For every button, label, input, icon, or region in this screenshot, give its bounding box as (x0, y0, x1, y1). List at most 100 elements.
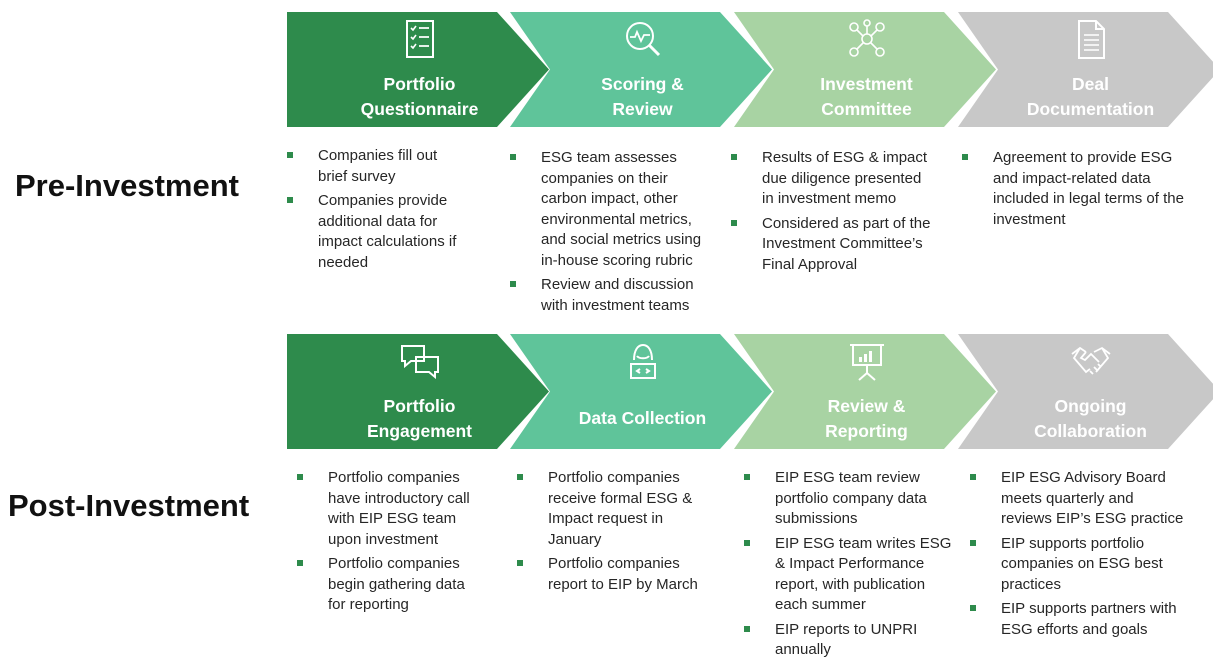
pre-step-4-bullets: Agreement to provide ESG and impact-relat… (962, 148, 1184, 234)
bullet-line: meets quarterly and (1001, 489, 1134, 507)
step-title-line: Collaboration (1034, 421, 1147, 441)
bullet-line: have introductory call (328, 489, 470, 507)
step-title-line: Engagement (366, 421, 473, 441)
post-step-2-bullets: Portfolio companies receive formal ESG & I… (517, 468, 698, 599)
handshake-icon (1070, 340, 1112, 382)
bullet-item: Agreement to provide ESG and impact-relat… (962, 148, 1184, 230)
bullet-line: practices (1001, 575, 1062, 593)
pre-step-2-chevron: Scoring & Review (510, 12, 775, 127)
bullet-line: Impact request in (548, 510, 664, 527)
step-title-line: Review & (827, 396, 906, 416)
post-step-4-bullets: EIP ESG Advisory Board meets quarterly an… (970, 468, 1183, 644)
bullet-line: Review and discussion (541, 276, 694, 293)
step-title-line: Ongoing (1054, 396, 1127, 416)
bullet-line: Portfolio companies (328, 555, 460, 572)
bullet-line: Results of ESG & impact (762, 149, 928, 166)
step-title-line: Portfolio (383, 74, 456, 94)
step-title-line: Portfolio (383, 396, 456, 416)
pre-step-3-bullets: Results of ESG & impact due diligence pre… (731, 148, 930, 279)
bullet-item: Portfolio companies have introductory cal… (297, 468, 470, 550)
post-step-3-bullets: EIP ESG team review portfolio company dat… (744, 468, 951, 665)
post-step-2-chevron: Data Collection (510, 334, 775, 449)
bullet-line: included in legal terms of the (993, 190, 1184, 207)
bullet-line: impact calculations if (318, 233, 457, 250)
bullet-line: Agreement to provide ESG (993, 149, 1173, 166)
bullet-line: EIP supports portfolio (1001, 534, 1145, 552)
bullet-line: EIP ESG team writes ESG (775, 534, 952, 552)
bullet-line: due diligence presented (762, 169, 922, 187)
post-step-3-title: Review & Reporting (734, 394, 999, 444)
bullet-line: with EIP ESG team (328, 510, 457, 527)
checklist-icon (399, 18, 441, 60)
bullet-line: portfolio company data (775, 489, 927, 507)
bullet-line: January (548, 530, 602, 548)
step-title-line: Scoring & (601, 74, 684, 94)
bullet-line: investment (993, 210, 1066, 228)
bullet-line: environmental metrics, (541, 210, 692, 228)
bullet-line: Companies fill out (318, 147, 438, 164)
step-title-line: Data Collection (578, 408, 707, 428)
bullet-line: needed (318, 253, 369, 271)
bullet-line: begin gathering data (328, 575, 465, 593)
bullet-line: EIP ESG Advisory Board (1001, 469, 1166, 486)
pre-step-2-title: Scoring & Review (510, 72, 775, 122)
person-laptop-icon (622, 340, 664, 382)
bullet-line: Portfolio companies (548, 555, 680, 572)
bullet-line: Considered as part of the (762, 214, 931, 232)
bullet-line: EIP supports partners with (1001, 600, 1177, 617)
bullet-line: in-house scoring rubric (541, 251, 693, 269)
bullet-line: report to EIP by March (548, 575, 698, 593)
bullet-line: report, with publication (775, 575, 926, 593)
bullet-line: in investment memo (762, 190, 897, 207)
bullet-line: EIP ESG team review (775, 469, 920, 486)
bullet-item: Portfolio companies report to EIP by Marc… (517, 554, 698, 595)
step-title-line: Reporting (825, 421, 908, 441)
bullet-line: and impact-related data (993, 169, 1151, 187)
bullet-line: & Impact Performance (775, 555, 925, 572)
bullet-item: Portfolio companies receive formal ESG & I… (517, 468, 698, 550)
bullet-line: Companies provide (318, 192, 448, 209)
bullet-line: annually (775, 641, 831, 658)
chat-bubbles-icon (399, 340, 441, 382)
analysis-magnifier-icon (622, 18, 664, 60)
post-investment-label: Post-Investment (8, 488, 250, 523)
bullet-line: receive formal ESG & (548, 489, 693, 507)
step-title-line: Documentation (1026, 99, 1155, 119)
bullet-item: EIP ESG team writes ESG & Impact Performa… (744, 534, 951, 616)
post-step-3-chevron: Review & Reporting (734, 334, 999, 449)
step-title-line: Review (612, 99, 673, 119)
bullet-item: EIP ESG Advisory Board meets quarterly an… (970, 468, 1183, 530)
bullet-line: and social metrics using (541, 231, 702, 248)
bullet-item: EIP ESG team review portfolio company dat… (744, 468, 951, 530)
bullet-line: brief survey (318, 167, 396, 185)
bullet-line: Portfolio companies (548, 469, 680, 486)
presentation-chart-icon (846, 340, 888, 382)
bullet-line: Final Approval (762, 255, 858, 273)
bullet-line: Portfolio companies (328, 469, 460, 486)
bullet-item: Results of ESG & impact due diligence pre… (731, 148, 930, 210)
bullet-line: each summer (775, 596, 866, 613)
step-title-line: Committee (821, 99, 912, 119)
bullet-line: submissions (775, 510, 858, 527)
bullet-line: ESG team assesses (541, 149, 677, 166)
bullet-line: ESG efforts and goals (1001, 620, 1148, 638)
bullet-line: upon investment (328, 530, 439, 548)
